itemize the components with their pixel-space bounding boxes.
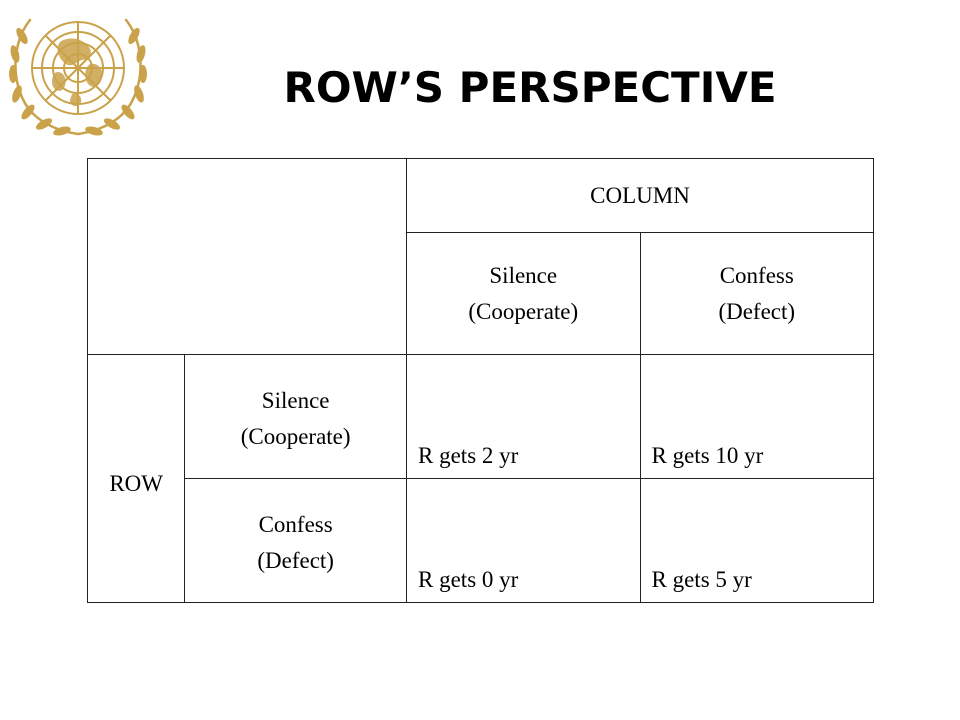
strategy-alias: (Defect) (718, 298, 796, 324)
payoff-cell-silence-silence: R gets 2 yr (406, 354, 641, 479)
column-player-label: COLUMN (406, 157, 874, 234)
row-strategy-confess: Confess (Defect) (184, 478, 407, 603)
strategy-alias: (Cooperate) (468, 298, 579, 324)
strategy-name: Confess (719, 262, 794, 288)
header-row-player: COLUMN (87, 157, 874, 355)
united-nations-emblem-icon (9, 18, 147, 136)
column-strategy-confess: Confess (Defect) (639, 232, 874, 355)
payoff-cell-confess-confess: R gets 5 yr (639, 478, 874, 603)
payoff-cell-silence-confess: R gets 10 yr (639, 354, 874, 479)
column-strategy-silence: Silence (Cooperate) (406, 232, 641, 355)
strategy-name: Silence (489, 262, 558, 288)
strategy-name: Silence (261, 388, 330, 413)
payoff-matrix: COLUMN Silence (Cooperate) Confess (Defe… (86, 157, 874, 603)
row-player-label: ROW (86, 354, 186, 603)
strategy-alias: (Cooperate) (240, 424, 351, 449)
slide-title: ROW’S PERSPECTIVE (283, 63, 777, 112)
row-strategy-silence: Silence (Cooperate) (184, 354, 407, 479)
strategy-name: Confess (258, 512, 333, 537)
empty-corner-cell (87, 158, 407, 355)
payoff-cell-confess-silence: R gets 0 yr (406, 478, 641, 603)
payoff-row-silence: ROW Silence (Cooperate) R gets 2 yr R ge… (86, 354, 874, 603)
strategy-alias: (Defect) (257, 548, 334, 573)
payoff-row-confess: Confess (Defect) R gets 0 yr R gets 5 yr (88, 478, 874, 603)
